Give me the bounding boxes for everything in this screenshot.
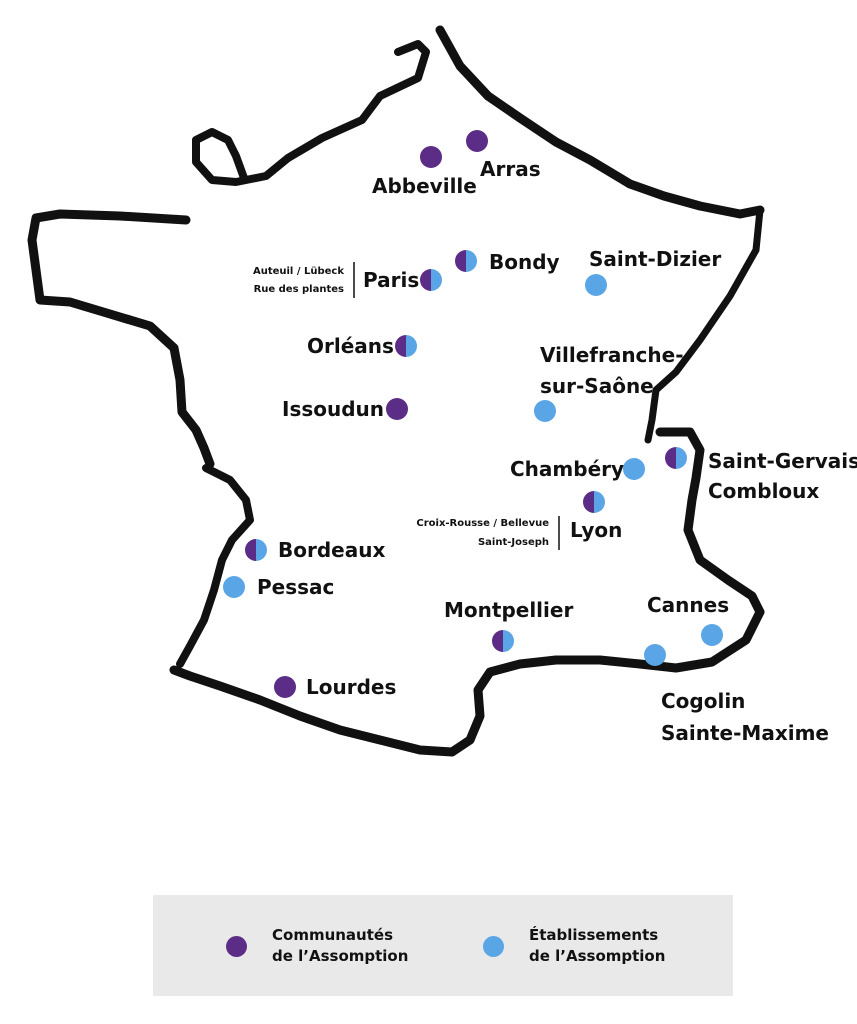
city-label-saint-gervais-2: Combloux [708,479,819,503]
city-label-villefranche-1: Villefranche- [540,343,684,367]
lyon-sublabel-2: Saint-Joseph [478,537,549,548]
city-label-lourdes: Lourdes [306,675,396,699]
marker-half-communaute [420,269,431,291]
marker-half-etablissement [594,491,605,513]
city-label-lyon: Lyon [570,518,622,542]
coast-normandy [27,209,215,469]
marker-half-etablissement [466,250,477,272]
marker-dot-communaute [386,398,408,420]
border-east [644,206,764,444]
city-label-saint-gervais-1: Saint-Gervais [708,449,857,473]
lyon-sublabel-1: Croix-Rousse / Bellevue [416,518,549,529]
border-alps [655,427,765,617]
markers [223,130,723,698]
city-label-arras: Arras [480,157,541,181]
villefranche-marker[interactable] [534,400,556,422]
marker-half-etablissement [676,447,687,469]
city-label-paris: Paris [363,268,419,292]
city-label-issoudun: Issoudun [282,397,384,421]
city-label-cogolin-1: Cogolin [661,689,745,713]
bondy-marker[interactable] [455,250,477,272]
marker-half-etablissement [406,335,417,357]
city-labels: Abbeville Arras Auteuil / Lübeck Rue des… [253,157,857,745]
legend-item-etablissements: Établissements de l’Assomption [483,925,665,967]
marker-dot-etablissement [223,576,245,598]
marker-dot-etablissement [623,458,645,480]
orleans-marker[interactable] [395,335,417,357]
city-label-chambery: Chambéry [510,457,624,481]
city-label-villefranche-2: sur-Saône [540,374,654,398]
city-label-bondy: Bondy [489,250,560,274]
city-label-cogolin-2: Sainte-Maxime [661,721,829,745]
saint-dizier-marker[interactable] [585,274,607,296]
marker-half-communaute [492,630,503,652]
city-label-cannes: Cannes [647,593,729,617]
marker-half-etablissement [503,630,514,652]
coast-atlantic [176,464,254,668]
marker-half-communaute [665,447,676,469]
lourdes-marker[interactable] [274,676,296,698]
marker-half-communaute [583,491,594,513]
marker-dot-communaute [274,676,296,698]
marker-half-communaute [455,250,466,272]
legend-label-communautes: Communautés de l’Assomption [272,926,409,965]
paris-sublabel-1: Auteuil / Lübeck [253,266,344,277]
cogolin-marker[interactable] [644,644,666,666]
marker-dot-communaute [420,146,442,168]
paris-marker[interactable] [420,269,442,291]
abbeville-marker[interactable] [420,146,442,168]
city-label-abbeville: Abbeville [372,174,477,198]
city-label-montpellier: Montpellier [444,598,573,622]
coast-north [192,40,430,186]
marker-dot-communaute [466,130,488,152]
arras-marker[interactable] [466,130,488,152]
bordeaux-marker[interactable] [245,539,267,561]
city-label-orleans: Orléans [307,334,394,358]
marker-dot-etablissement [534,400,556,422]
city-label-bordeaux: Bordeaux [278,538,385,562]
city-label-saint-dizier: Saint-Dizier [589,247,721,271]
pessac-marker[interactable] [223,576,245,598]
coast-north-east [435,25,765,219]
france-outline [27,25,765,757]
marker-half-etablissement [256,539,267,561]
marker-half-etablissement [431,269,442,291]
legend-label-etablissements: Établissements de l’Assomption [529,926,666,965]
legend: Communautés de l’Assomption Établissemen… [153,895,733,996]
montpellier-marker[interactable] [492,630,514,652]
etablissements-dot-icon [483,935,504,957]
marker-half-communaute [395,335,406,357]
saint-gervais-marker[interactable] [665,447,687,469]
marker-half-communaute [245,539,256,561]
communautes-dot-icon [226,935,247,957]
lyon-marker[interactable] [583,491,605,513]
legend-item-communautes: Communautés de l’Assomption [226,925,408,967]
issoudun-marker[interactable] [386,398,408,420]
marker-dot-etablissement [644,644,666,666]
marker-dot-etablissement [585,274,607,296]
coast-mediterranean [169,607,765,757]
paris-sublabel-2: Rue des plantes [254,284,344,295]
city-label-pessac: Pessac [257,575,334,599]
marker-dot-etablissement [701,624,723,646]
cannes-marker[interactable] [701,624,723,646]
chambery-marker[interactable] [623,458,645,480]
